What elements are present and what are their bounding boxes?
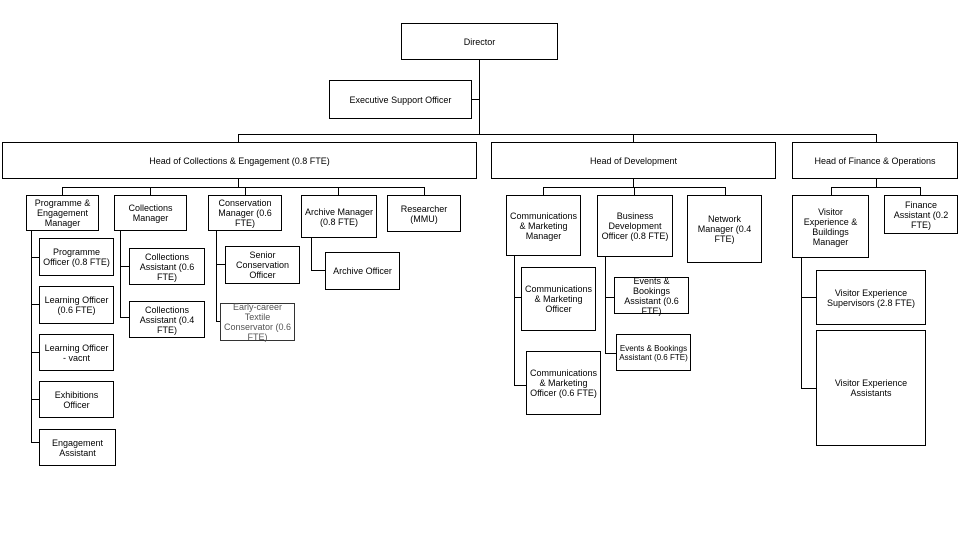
business-development-officer-box: Business Development Officer (0.8 FTE) <box>597 195 673 257</box>
programme-officer-box: Programme Officer (0.8 FTE) <box>39 238 114 276</box>
researcher-box: Researcher (MMU) <box>387 195 461 232</box>
executive-support-box: Executive Support Officer <box>329 80 472 119</box>
conservation-manager-box: Conservation Manager (0.6 FTE) <box>208 195 282 231</box>
connector <box>120 317 129 318</box>
connector <box>31 442 39 443</box>
connector <box>876 179 877 187</box>
connector <box>216 321 220 322</box>
connector <box>238 179 239 187</box>
connector <box>311 270 325 271</box>
textile-conservator-box: Early-career Textile Conservator (0.6 FT… <box>220 302 295 342</box>
connector <box>633 179 634 187</box>
connector <box>31 352 39 353</box>
comms-marketing-officer-06-box: Communications & Marketing Officer (0.6 … <box>526 351 601 415</box>
connector <box>605 353 616 354</box>
connector <box>633 134 634 142</box>
finance-assistant-box: Finance Assistant (0.2 FTE) <box>884 195 958 234</box>
archive-manager-box: Archive Manager (0.8 FTE) <box>301 195 377 238</box>
events-bookings-assistant-box: Events & Bookings Assistant (0.6 FTE) <box>614 276 689 316</box>
director-box: Director <box>401 23 558 60</box>
visitor-experience-assistants-box: Visitor Experience Assistants <box>816 330 926 446</box>
connector <box>605 257 606 354</box>
visitor-experience-supervisors-box: Visitor Experience Supervisors (2.8 FTE) <box>816 270 926 325</box>
head-collections-box: Head of Collections & Engagement (0.8 FT… <box>2 142 477 179</box>
connector <box>31 257 39 258</box>
connector <box>31 231 32 442</box>
connector <box>725 187 726 195</box>
connector <box>311 238 312 270</box>
connector <box>238 134 877 135</box>
collections-assistant-04-box: Collections Assistant (0.4 FTE) <box>129 301 205 338</box>
visitor-experience-manager-box: Visitor Experience & Buildings Manager <box>792 195 869 258</box>
connector <box>62 187 63 195</box>
exhibitions-officer-box: Exhibitions Officer <box>39 381 114 418</box>
connector <box>338 187 339 195</box>
connector <box>245 187 246 195</box>
connector <box>31 304 39 305</box>
connector <box>831 187 921 188</box>
events-bookings-assistant-2-box: Events & Bookings Assistant (0.6 FTE) <box>616 334 691 371</box>
archive-officer-box: Archive Officer <box>325 252 400 290</box>
senior-conservation-officer-box: Senior Conservation Officer <box>225 246 300 284</box>
learning-officer-vacant-box: Learning Officer - vacnt <box>39 334 114 371</box>
connector <box>801 297 816 298</box>
connector <box>831 187 832 195</box>
connector <box>216 264 225 265</box>
connector <box>876 134 877 142</box>
connector <box>514 256 515 385</box>
connector <box>238 134 239 142</box>
head-finance-box: Head of Finance & Operations <box>792 142 958 179</box>
connector <box>62 187 425 188</box>
connector <box>514 385 526 386</box>
connector <box>31 399 39 400</box>
connector <box>801 388 816 389</box>
comms-marketing-manager-box: Communications & Marketing Manager <box>506 195 581 256</box>
collections-assistant-06-box: Collections Assistant (0.6 FTE) <box>129 248 205 285</box>
programme-engagement-manager-box: Programme & Engagement Manager <box>26 195 99 231</box>
collections-manager-box: Collections Manager <box>114 195 187 231</box>
connector <box>120 266 129 267</box>
connector <box>543 187 544 195</box>
comms-marketing-officer-box: Communications & Marketing Officer <box>521 267 596 331</box>
head-development-box: Head of Development <box>491 142 776 179</box>
learning-officer-box: Learning Officer (0.6 FTE) <box>39 286 114 324</box>
connector <box>424 187 425 195</box>
connector <box>605 297 614 298</box>
connector <box>216 231 217 321</box>
network-manager-box: Network Manager (0.4 FTE) <box>687 195 762 263</box>
connector <box>514 297 521 298</box>
connector <box>150 187 151 195</box>
connector <box>120 231 121 317</box>
connector <box>634 187 635 195</box>
engagement-assistant-box: Engagement Assistant <box>39 429 116 466</box>
connector <box>801 258 802 389</box>
connector <box>472 99 480 100</box>
connector <box>920 187 921 195</box>
connector <box>479 60 480 134</box>
